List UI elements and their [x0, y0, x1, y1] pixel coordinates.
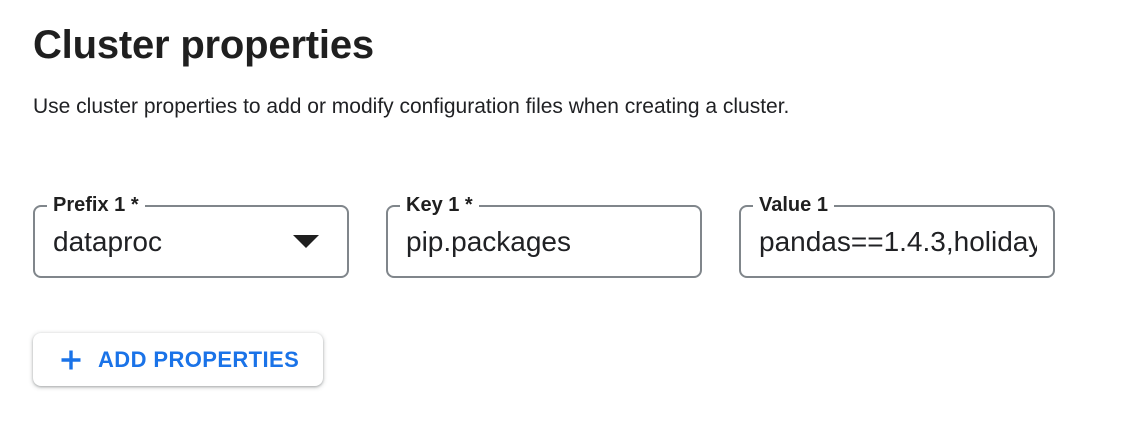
value-input[interactable] — [741, 207, 1053, 277]
value-field: Value 1 — [739, 192, 1055, 279]
add-properties-button[interactable]: ADD PROPERTIES — [33, 333, 324, 387]
key-input[interactable] — [388, 207, 700, 277]
page-description: Use cluster properties to add or modify … — [33, 95, 790, 118]
property-row: Prefix 1 * dataproc Key 1 * Value 1 — [33, 192, 1122, 279]
prefix-field: Prefix 1 * dataproc — [33, 192, 349, 279]
add-properties-label: ADD PROPERTIES — [98, 346, 300, 372]
page-title: Cluster properties — [33, 23, 374, 67]
prefix-label: Prefix 1 * — [47, 192, 145, 219]
dropdown-arrow-icon — [293, 235, 319, 249]
plus-icon — [61, 350, 81, 370]
key-field: Key 1 * — [386, 192, 702, 279]
key-label: Key 1 * — [400, 192, 479, 219]
value-label: Value 1 — [753, 192, 834, 219]
cluster-properties-section: Cluster properties Use cluster propertie… — [33, 23, 1122, 387]
prefix-select[interactable]: dataproc — [35, 207, 347, 276]
prefix-selected-value: dataproc — [53, 225, 162, 257]
